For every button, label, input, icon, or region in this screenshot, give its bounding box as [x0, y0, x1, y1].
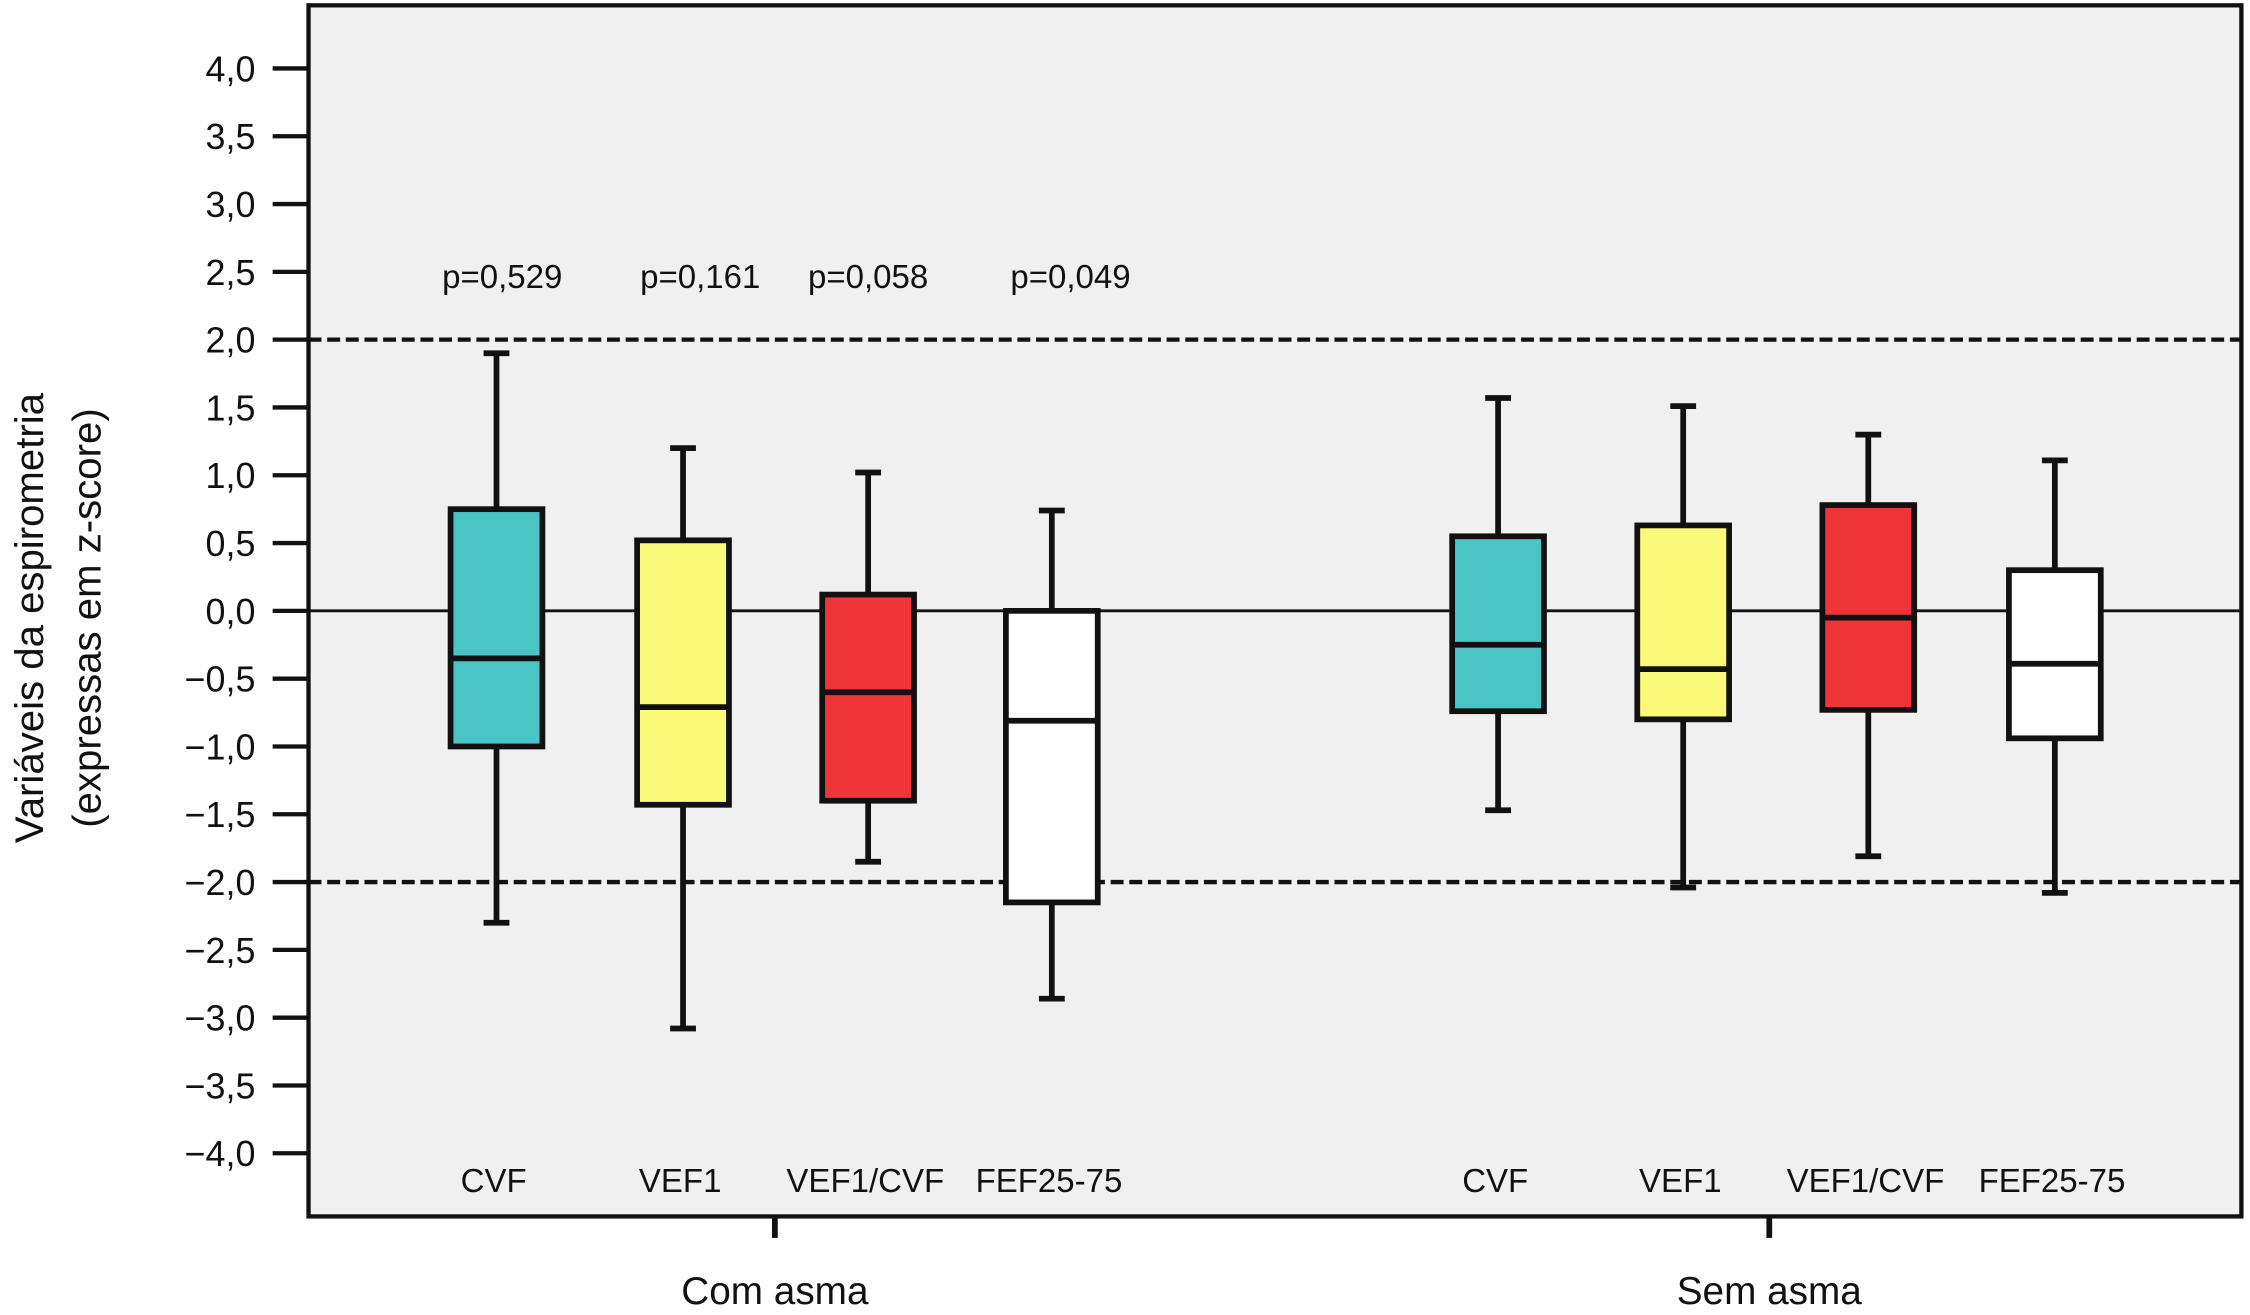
y-axis-label-line1: Variáveis da espirometria [7, 392, 52, 843]
category-label: VEF1/CVF [786, 1162, 944, 1199]
box-cvf [447, 506, 546, 750]
y-tick-label: 1,5 [206, 388, 256, 428]
box-vef1-cvf [819, 591, 917, 804]
box-cvf [1449, 533, 1547, 715]
y-tick-label: 2,0 [206, 321, 256, 361]
box-vef1-cvf [1819, 502, 1918, 713]
box-vef1 [634, 537, 732, 808]
box-vef1 [1634, 522, 1732, 723]
category-label: FEF25-75 [976, 1162, 1123, 1199]
p-value-label-vef1: p=0,161 [640, 258, 760, 295]
y-tick-label: 2,5 [206, 253, 256, 293]
p-value-label-vef1-cvf: p=0,058 [808, 258, 928, 295]
group-label: Sem asma [1677, 1270, 1863, 1313]
category-label: VEF1/CVF [1787, 1162, 1945, 1199]
p-value-label-cvf: p=0,529 [442, 258, 562, 295]
box-fef25-75 [2006, 567, 2104, 742]
category-label: FEF25-75 [1979, 1162, 2126, 1199]
y-tick-label: −0,5 [185, 660, 256, 700]
category-label: CVF [1462, 1162, 1528, 1199]
y-tick-label: −1,5 [185, 795, 256, 835]
y-tick-label: 0,5 [206, 524, 256, 564]
category-label: CVF [461, 1162, 527, 1199]
y-tick-label: −2,0 [185, 863, 256, 903]
y-tick-label: −4,0 [185, 1134, 256, 1174]
y-tick-label: 3,5 [206, 117, 256, 157]
p-value-label-fef25-75: p=0,049 [1010, 258, 1130, 295]
y-axis-label-line2: (expressas em z-score) [64, 408, 109, 828]
y-tick-label: 3,0 [206, 185, 256, 225]
y-tick-label: 1,0 [206, 456, 256, 496]
y-tick-label: −1,0 [185, 727, 256, 767]
y-tick-label: −3,0 [185, 999, 256, 1039]
y-tick-label: −3,5 [185, 1066, 256, 1106]
y-tick-label: 0,0 [206, 592, 256, 632]
category-label: VEF1 [1639, 1162, 1722, 1199]
group-label: Com asma [681, 1270, 869, 1313]
y-tick-label: −2,5 [185, 931, 256, 971]
category-label: VEF1 [639, 1162, 722, 1199]
y-tick-label: 4,0 [206, 49, 256, 89]
box-fef25-75 [1003, 607, 1101, 906]
